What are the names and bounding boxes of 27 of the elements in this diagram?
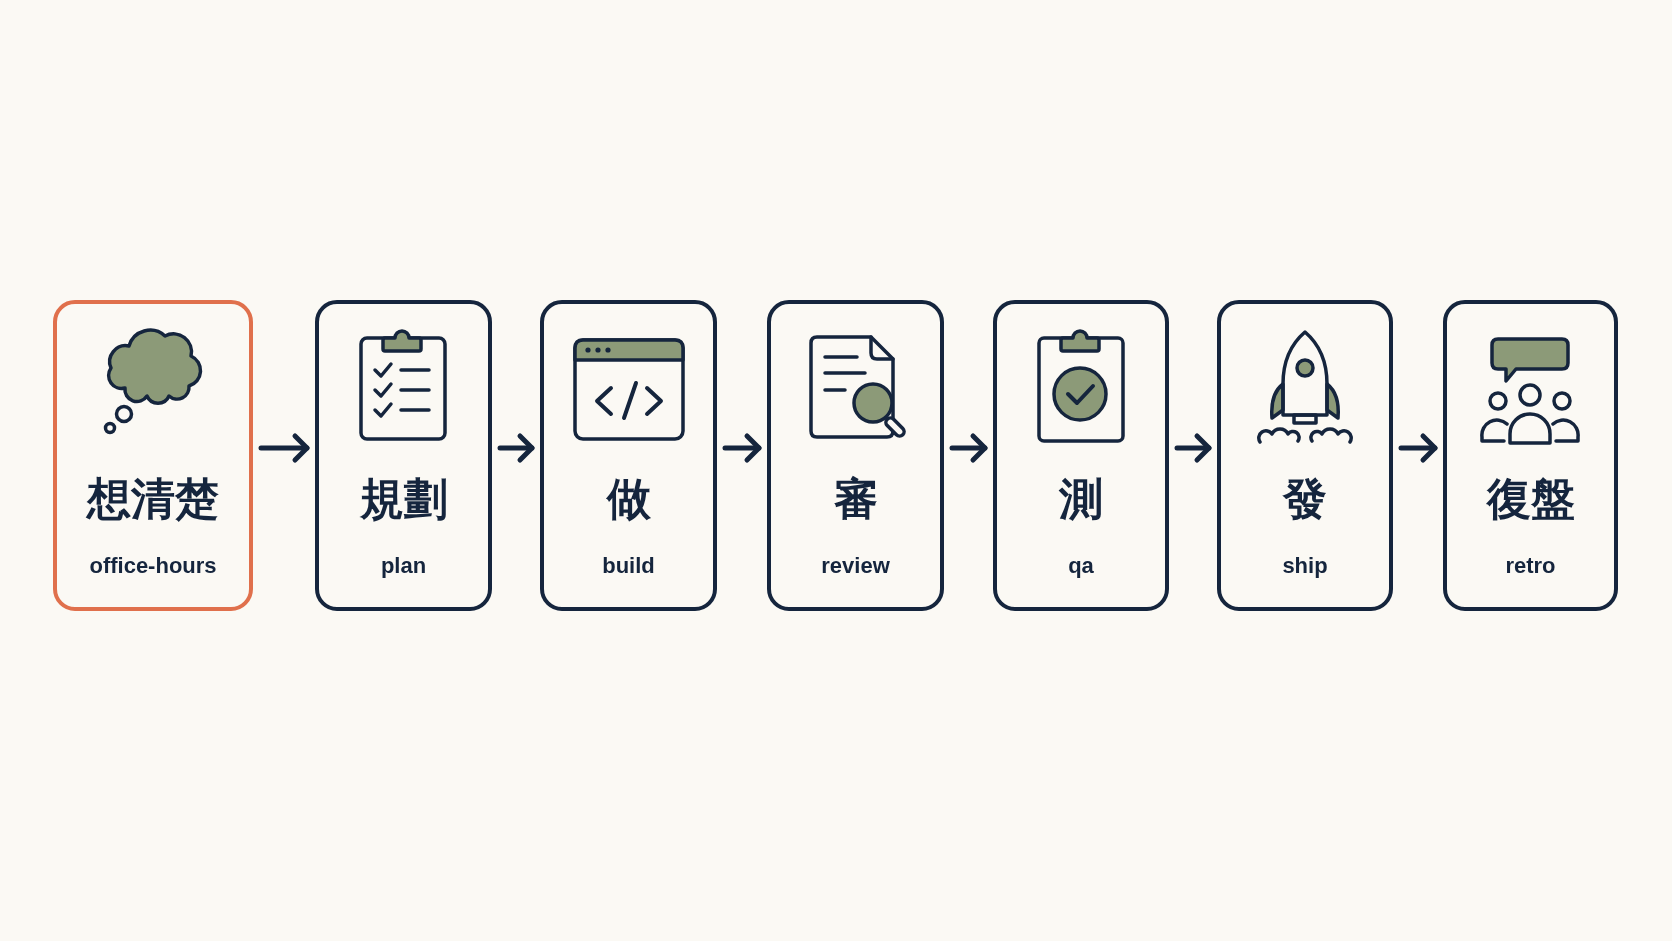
step-card: [315, 300, 492, 611]
step-card: [53, 300, 253, 611]
arrow: [497, 433, 535, 463]
step-label: qa: [1068, 553, 1094, 579]
step-card: [993, 300, 1169, 611]
step-card: [1217, 300, 1393, 611]
arrow: [949, 433, 988, 463]
step-title: 復盤: [1486, 474, 1575, 524]
step-title: 規劃: [359, 474, 448, 524]
step-card: [767, 300, 944, 611]
step-label: review: [821, 553, 890, 579]
arrow: [722, 433, 762, 463]
step-label: office-hours: [89, 553, 217, 579]
arrow: [258, 433, 310, 463]
step-label: retro: [1505, 553, 1556, 579]
step-card: [540, 300, 717, 611]
step-card: [1443, 300, 1618, 611]
step-title: 發: [1283, 474, 1327, 524]
step-label: build: [602, 553, 655, 579]
step-title: 測: [1059, 474, 1103, 524]
step-label: plan: [380, 553, 427, 579]
arrow: [1174, 433, 1212, 463]
step-label: ship: [1282, 553, 1328, 579]
step-title: 做: [606, 474, 651, 524]
step-title: 想清楚: [87, 474, 219, 524]
arrow: [1398, 433, 1438, 463]
step-title: 審: [833, 474, 878, 524]
